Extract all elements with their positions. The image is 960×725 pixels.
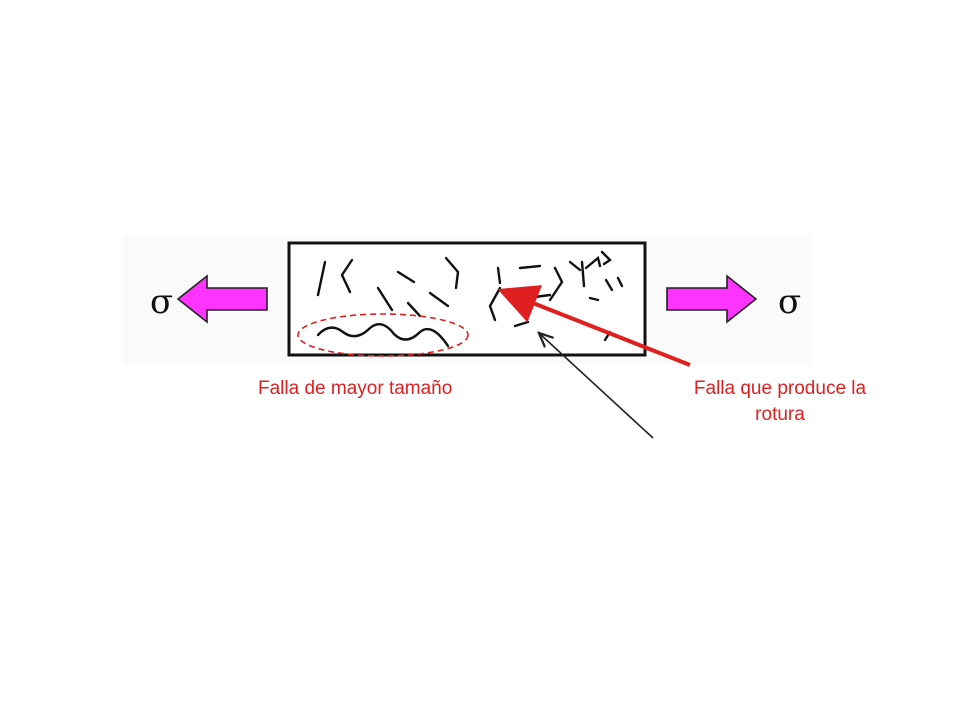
fracture-flaw-label-line2: rotura bbox=[755, 404, 805, 425]
crack bbox=[580, 260, 586, 288]
largest-flaw-highlight bbox=[297, 313, 469, 357]
stress-symbol-left: σ bbox=[150, 282, 173, 322]
crack bbox=[604, 278, 614, 292]
tension-arrow-left bbox=[176, 274, 268, 324]
crack bbox=[588, 296, 600, 302]
fracture-flaw-label: Falla que produce la rotura bbox=[660, 376, 900, 428]
tension-arrow-right bbox=[666, 274, 758, 324]
crack bbox=[548, 266, 564, 302]
crack bbox=[518, 264, 542, 270]
crack bbox=[406, 301, 422, 318]
crack bbox=[513, 320, 530, 328]
stress-symbol-right: σ bbox=[778, 282, 801, 322]
secondary-pointer-arrow bbox=[540, 334, 654, 439]
crack bbox=[488, 286, 502, 322]
crack bbox=[584, 255, 602, 270]
crack bbox=[600, 250, 612, 266]
largest-crack bbox=[316, 322, 450, 348]
crack bbox=[616, 276, 624, 288]
crack bbox=[340, 258, 354, 294]
crack bbox=[496, 266, 502, 285]
crack bbox=[316, 260, 327, 297]
crack bbox=[428, 291, 450, 308]
fracture-flaw-pointer-arrow bbox=[497, 285, 691, 367]
largest-flaw-label: Falla de mayor tamaño bbox=[258, 378, 453, 399]
crack bbox=[396, 270, 416, 284]
crack bbox=[444, 256, 460, 290]
fracture-flaw-label-line1: Falla que produce la bbox=[693, 378, 867, 399]
crack bbox=[376, 286, 394, 312]
crack bbox=[568, 260, 582, 272]
